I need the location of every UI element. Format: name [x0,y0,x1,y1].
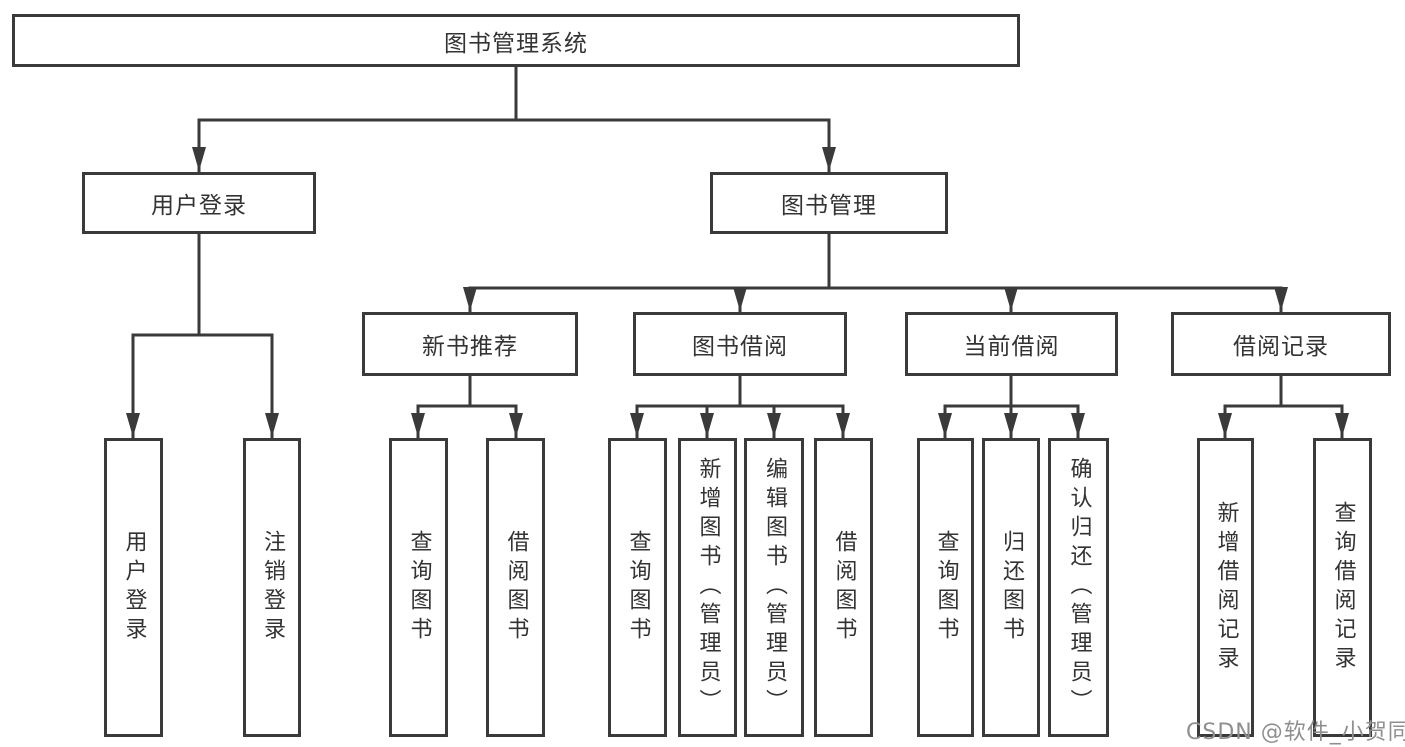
csdn-watermark: CSDN @软件_小贺同学 [1186,720,1405,745]
node-label: 注销登录 [260,529,285,646]
node-label: 用户登录 [121,529,147,646]
node-label: 查询图书 [933,529,959,646]
connector-user-login-children [126,231,279,439]
leaf-borrow-edit-books-admin: 编辑图书（管理员） [744,438,804,737]
leaf-borrow-add-books-admin: 新增图书（管理员） [678,438,737,737]
node-label: 归还图书 [999,529,1024,646]
connector-book-management-children [463,231,1288,313]
node-label: 新增借阅记录 [1213,500,1239,675]
node-borrowing-records: 借阅记录 [1171,312,1391,376]
node-label: 新书推荐 [422,334,518,360]
node-label: 借阅记录 [1233,334,1329,360]
node-label: 借阅图书 [831,529,857,646]
node-label: 当前借阅 [963,334,1060,360]
node-book-management: 图书管理 [710,172,948,234]
leaf-logout: 注销登录 [243,438,301,737]
leaf-recommend-borrow-books: 借阅图书 [486,438,545,737]
connector-current-borrowing-children [938,373,1085,439]
leaf-user-login: 用户登录 [104,438,163,737]
node-label: 查询图书 [625,529,651,646]
leaf-current-query-books: 查询图书 [917,438,974,737]
leaf-current-return-books: 归还图书 [982,438,1040,737]
node-label: 图书借阅 [692,334,788,360]
node-label: 用户登录 [151,193,247,219]
leaf-current-confirm-return-admin: 确认归还（管理员） [1048,438,1109,737]
leaf-records-add-borrow-record: 新增借阅记录 [1197,438,1254,737]
node-label: 图书管理系统 [444,30,588,57]
connector-records-children [1218,373,1349,439]
connector-root-to-level2 [192,64,836,173]
node-current-borrowing: 当前借阅 [905,312,1118,376]
leaf-borrow-query-books: 查询图书 [608,438,667,737]
node-user-login: 用户登录 [82,172,316,234]
node-label: 新增图书（管理员） [695,457,721,718]
leaf-borrow-borrow-books: 借阅图书 [814,438,873,737]
connector-recommend-children [411,373,523,439]
node-book-borrowing: 图书借阅 [633,312,847,376]
node-label: 借阅图书 [503,529,529,646]
node-label: 确认归还（管理员） [1066,457,1092,718]
leaf-records-query-borrow-record: 查询借阅记录 [1313,438,1372,737]
connector-borrowing-children [630,373,850,439]
node-library-management-system: 图书管理系统 [12,14,1020,67]
node-label: 查询图书 [406,529,432,646]
node-label: 查询借阅记录 [1330,500,1356,675]
node-new-book-recommendation: 新书推荐 [362,312,578,376]
node-label: 编辑图书（管理员） [762,457,787,718]
node-label: 图书管理 [781,193,877,219]
leaf-recommend-query-books: 查询图书 [389,438,448,737]
